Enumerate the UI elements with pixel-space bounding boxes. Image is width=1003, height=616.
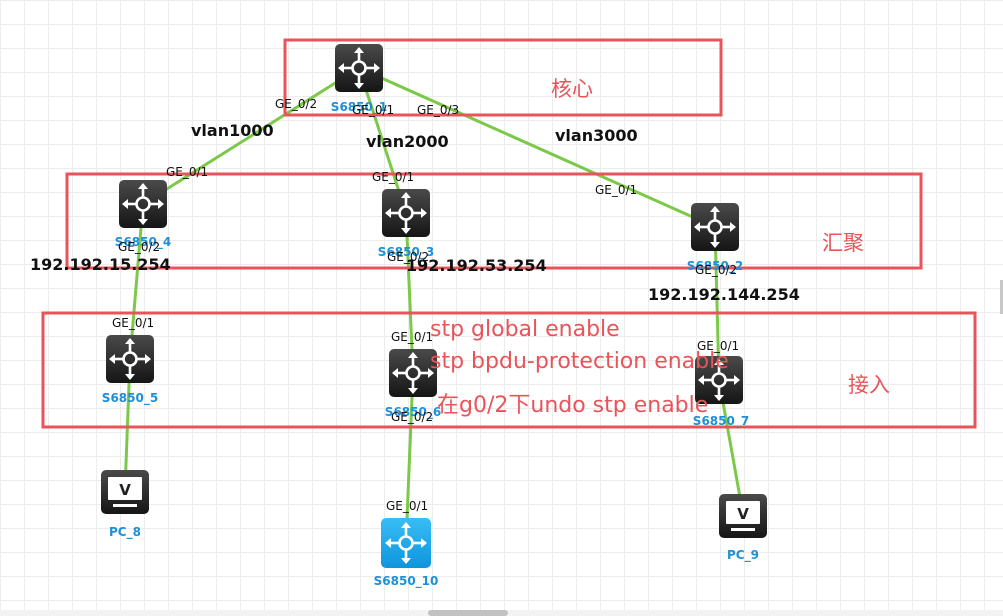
switch-icon[interactable] xyxy=(691,203,739,251)
svg-text:V: V xyxy=(737,505,749,523)
device-label-s6850-3: S6850_3 xyxy=(378,245,434,260)
link-s1-s3[interactable] xyxy=(357,67,408,214)
port-label: GE_0/2 xyxy=(275,97,317,111)
port-label: GE_0/1 xyxy=(386,499,428,513)
port-label: GE_0/2 xyxy=(391,410,433,424)
annotation-note: stp bpdu-protection enable xyxy=(430,349,729,374)
ip-label: 192.192.15.254 xyxy=(30,255,171,274)
switch-icon-selected[interactable] xyxy=(381,518,431,568)
vlan-label: vlan2000 xyxy=(366,132,449,151)
link-s6-s10[interactable] xyxy=(404,372,415,544)
link-s3-s6[interactable] xyxy=(404,212,415,374)
horizontal-scrollbar[interactable] xyxy=(0,610,1003,616)
device-label-pc-9: PC_9 xyxy=(727,548,759,563)
layer-label-aggregation: 汇聚 xyxy=(822,231,864,255)
port-label: GE_0/1 xyxy=(697,339,739,353)
device-label-s6850-7: S6850_7 xyxy=(693,414,749,429)
device-label-s6850-10: S6850_10 xyxy=(374,574,439,589)
port-label: GE_0/1 xyxy=(595,183,637,197)
link-s1-s2[interactable] xyxy=(358,66,716,229)
ip-label: 192.192.144.254 xyxy=(648,285,800,304)
ip-label: 192.192.53.254 xyxy=(406,256,547,275)
switch-icon[interactable] xyxy=(119,180,167,228)
annotation-note: 在g0/2下undo stp enable xyxy=(437,393,708,418)
switch-icon[interactable] xyxy=(335,44,383,92)
port-label: GE_0/1 xyxy=(166,165,208,179)
vlan-label: vlan3000 xyxy=(555,126,638,145)
horizontal-scrollbar-thumb[interactable] xyxy=(428,610,508,616)
core-layer-box xyxy=(283,38,723,117)
switch-icon[interactable] xyxy=(106,335,154,383)
layer-label-core: 核心 xyxy=(551,77,593,101)
port-label: GE_0/1 xyxy=(352,103,394,117)
port-label: GE_0/1 xyxy=(112,316,154,330)
access-layer-box xyxy=(41,311,977,429)
switch-icon[interactable] xyxy=(382,189,430,237)
switch-icon[interactable] xyxy=(389,349,437,397)
pc-icon[interactable]: V xyxy=(101,470,149,514)
link-s4-s5[interactable] xyxy=(128,203,145,360)
device-label-s6850-1: S6850_1 xyxy=(331,100,387,115)
links xyxy=(123,66,745,544)
port-label: GE_0/1 xyxy=(391,330,433,344)
link-s2-s7[interactable] xyxy=(713,226,721,381)
vertical-scrollbar-thumb[interactable] xyxy=(1000,280,1003,314)
switch-icon[interactable] xyxy=(695,356,743,404)
vlan-label: vlan1000 xyxy=(191,121,274,140)
device-label-s6850-5: S6850_5 xyxy=(102,391,158,406)
link-s1-s4[interactable] xyxy=(142,66,360,206)
aggregation-layer-box xyxy=(65,172,923,270)
annotation-note: stp global enable xyxy=(430,317,620,342)
svg-text:V: V xyxy=(119,481,131,499)
device-label-s6850-6: S6850_6 xyxy=(385,405,441,420)
port-label: GE_0/1 xyxy=(372,170,414,184)
device-label-s6850-4: S6850_4 xyxy=(115,235,171,250)
device-label-s6850-2: S6850_2 xyxy=(687,259,743,274)
port-label: GE_0/3 xyxy=(417,103,459,117)
pc-icon[interactable]: V xyxy=(719,494,767,538)
device-label-pc-8: PC_8 xyxy=(109,525,141,540)
port-label: GE_0/2 xyxy=(695,263,737,277)
port-label: GE_0/2 xyxy=(387,250,429,264)
port-label: GE_0/2 xyxy=(118,240,160,254)
layer-label-access: 接入 xyxy=(848,373,890,397)
